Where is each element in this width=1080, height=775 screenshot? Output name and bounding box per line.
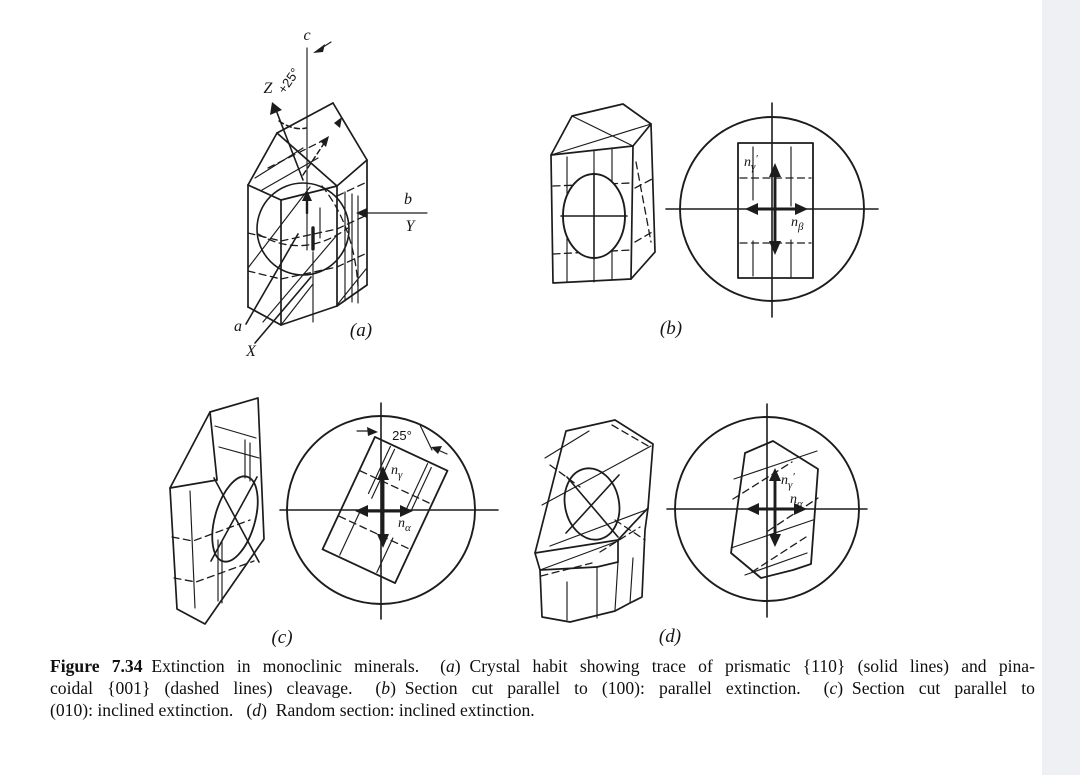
crystal-a-body	[247, 102, 368, 326]
panel-c: 25° nγ nα (c)	[169, 397, 499, 648]
caption-line-3: (010): inclined extinction. (d) Random s…	[50, 699, 535, 720]
page-right-margin	[1042, 0, 1080, 775]
n-alpha-label-d: nα	[790, 492, 803, 510]
panel-d: nγ′ nα (d)	[534, 403, 868, 647]
crystal-d	[534, 419, 654, 623]
axis-label-a: a	[234, 318, 242, 335]
crystal-c	[169, 397, 265, 625]
extinction-circle-d: nγ′ nα	[666, 403, 868, 618]
extinction-circle-b: nγ′ nβ	[665, 102, 879, 318]
n-gamma-prime-label-d: nγ′	[781, 471, 795, 491]
panel-a-label: (a)	[350, 320, 372, 341]
crystal-a-axes	[245, 41, 428, 344]
extinction-circle-c: 25° nγ nα	[279, 402, 499, 620]
axis-label-b: b	[404, 191, 412, 208]
n-gamma-label-c: nγ	[391, 463, 403, 481]
crystal-b	[550, 103, 656, 284]
angle-label-25-c: 25°	[392, 428, 412, 443]
axis-label-y: Y	[406, 218, 417, 235]
n-gamma-prime-label-b: nγ′	[744, 153, 758, 173]
axis-label-z: Z	[264, 80, 274, 97]
caption-line-1: Figure 7.34 Extinction in monoclinic min…	[50, 656, 1035, 676]
caption-line-2: coidal {001} (dashed lines) cleavage. (b…	[50, 677, 1035, 698]
n-alpha-label-c: nα	[398, 516, 411, 534]
axis-label-x: X	[245, 343, 257, 360]
n-beta-label-b: nβ	[791, 215, 804, 233]
figure-caption: Figure 7.34 Extinction in monoclinic min…	[50, 656, 1035, 721]
figure-number: Figure 7.34	[50, 656, 143, 676]
axis-label-c: c	[303, 27, 310, 44]
panel-a: c Z +25° b Y a X (a)	[234, 27, 428, 360]
figure-canvas: c Z +25° b Y a X (a)	[169, 27, 879, 648]
panel-b-label: (b)	[660, 318, 682, 339]
panel-b: nγ′ nβ (b)	[550, 102, 879, 339]
panel-c-label: (c)	[271, 627, 292, 648]
angle-label-25-a: +25°	[275, 65, 303, 96]
panel-d-label: (d)	[659, 626, 681, 647]
